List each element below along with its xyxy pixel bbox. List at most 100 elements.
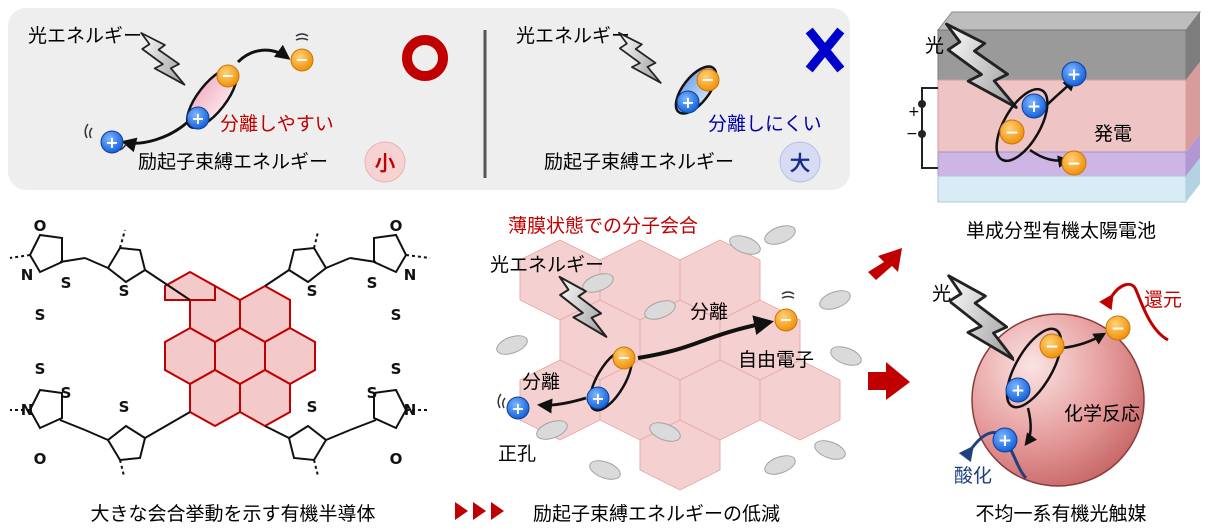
hole-symbol: + <box>681 93 694 112</box>
hole-symbol: + <box>191 109 204 128</box>
right-light-label: 光エネルギー <box>516 25 630 47</box>
catalyst-exciton-ellipse <box>1005 327 1063 409</box>
atom-label: N <box>404 401 417 419</box>
reduction-label: 還元 <box>1144 289 1182 311</box>
solar-cell-stack <box>936 11 1202 203</box>
hole-icon: + <box>1021 93 1047 119</box>
left-binding-badge: 小 <box>375 151 395 175</box>
left-free-electron-wiggle <box>295 33 309 41</box>
reaction-label: 化学反応 <box>1064 403 1140 425</box>
left-free-hole-wiggle <box>84 123 127 151</box>
ok-circle-icon <box>402 35 448 81</box>
electron-icon: − <box>999 119 1025 145</box>
molecule-caption: 大きな会合挙動を示す有機半導体 <box>90 503 375 525</box>
hole-symbol: + <box>105 133 118 152</box>
atom-label: S <box>35 306 46 324</box>
hole-symbol: + <box>591 389 604 408</box>
electron-symbol: − <box>1045 337 1059 357</box>
catalyst-lightning-icon <box>945 266 1015 370</box>
solar-minus-label: − <box>906 126 918 142</box>
hole-icon: + <box>992 427 1018 453</box>
atom-label: S <box>391 360 402 378</box>
triple-arrow-icon <box>455 502 504 520</box>
electron-icon: − <box>290 48 314 72</box>
electron-icon: − <box>1039 333 1065 359</box>
atom-label: S <box>367 274 378 292</box>
film-title: 薄膜状態での分子会合 <box>508 215 698 237</box>
atom-label: S <box>61 274 72 292</box>
atom-label: O <box>390 450 403 468</box>
molecule-structure <box>9 229 431 477</box>
atom-label: O <box>390 217 403 235</box>
electron-symbol: − <box>1005 123 1019 143</box>
right-separation-label: 分離しにくい <box>708 113 822 135</box>
film-hole-label: 正孔 <box>498 443 536 465</box>
atom-label: O <box>34 450 47 468</box>
hole-symbol: + <box>1011 381 1025 401</box>
film-separation-label-2: 分離 <box>522 371 560 393</box>
electron-symbol: − <box>779 310 792 329</box>
atom-label: N <box>21 266 34 284</box>
atom-label: S <box>367 384 378 402</box>
arrow-to-solar-cell-icon <box>868 248 902 280</box>
atom-label: S <box>391 306 402 324</box>
hole-icon: + <box>586 386 610 410</box>
atom-label: S <box>307 398 318 416</box>
ng-cross-icon <box>805 27 845 73</box>
atom-label: N <box>404 266 417 284</box>
molecule-core <box>164 270 316 428</box>
right-binding-badge-bg <box>779 141 821 183</box>
hole-symbol: + <box>511 399 524 418</box>
electron-symbol: − <box>1111 319 1125 339</box>
film-light-label: 光エネルギー <box>490 254 604 276</box>
film-electron-arrow <box>637 315 774 360</box>
left-hole-arrow <box>121 116 194 153</box>
molecule-atom-labels: O N S S S O N S S S S N S S O S N S S O <box>21 217 417 468</box>
electron-icon: − <box>696 68 720 92</box>
atom-label: S <box>61 384 72 402</box>
atom-label: S <box>119 282 130 300</box>
left-electron-arrow <box>236 44 291 64</box>
atom-label: O <box>34 217 47 235</box>
solar-exciton-ellipse <box>995 87 1049 163</box>
film-free-electron-wiggle <box>781 291 795 299</box>
left-binding-label: 励起子束縛エネルギー <box>138 151 328 173</box>
film-aggregate <box>496 225 862 491</box>
electron-icon: − <box>1105 315 1131 341</box>
solar-power-label: 発電 <box>1094 123 1132 145</box>
hole-icon: + <box>186 106 210 130</box>
hole-icon: + <box>506 396 530 420</box>
arrow-to-photocatalyst-icon <box>868 362 910 400</box>
hole-symbol: + <box>1027 97 1041 117</box>
atom-label: N <box>21 401 34 419</box>
hole-icon: + <box>100 130 124 154</box>
electron-symbol: − <box>617 348 630 367</box>
film-free-electron-label: 自由電子 <box>738 349 814 371</box>
hole-icon: + <box>1061 61 1087 87</box>
electron-symbol: − <box>221 66 234 85</box>
electron-symbol: − <box>295 50 308 69</box>
reduction-arrow <box>1099 282 1169 342</box>
atom-label: S <box>119 398 130 416</box>
film-hole-arrow <box>537 396 587 414</box>
electron-symbol: − <box>1067 154 1081 174</box>
film-caption: 励起子束縛エネルギーの低減 <box>533 503 780 525</box>
atom-label: S <box>35 360 46 378</box>
hole-symbol: + <box>998 431 1012 451</box>
electron-symbol: − <box>701 70 714 89</box>
film-hole-wiggle <box>497 393 506 409</box>
catalyst-electron-arrow <box>1061 332 1107 350</box>
solar-terminal-plus <box>918 100 926 108</box>
right-binding-label: 励起子束縛エネルギー <box>544 151 734 173</box>
electron-icon: − <box>774 308 798 332</box>
film-separation-label-1: 分離 <box>690 301 728 323</box>
right-binding-badge: 大 <box>790 151 810 175</box>
catalyst-light-label: 光 <box>932 283 951 305</box>
solar-plus-label: + <box>908 104 920 120</box>
hole-symbol: + <box>1067 65 1081 85</box>
charges: − − − − − − − − <box>100 48 1131 453</box>
hole-icon: + <box>1005 377 1031 403</box>
electron-icon: − <box>1061 150 1087 176</box>
solar-caption: 単成分型有機太陽電池 <box>966 220 1156 242</box>
